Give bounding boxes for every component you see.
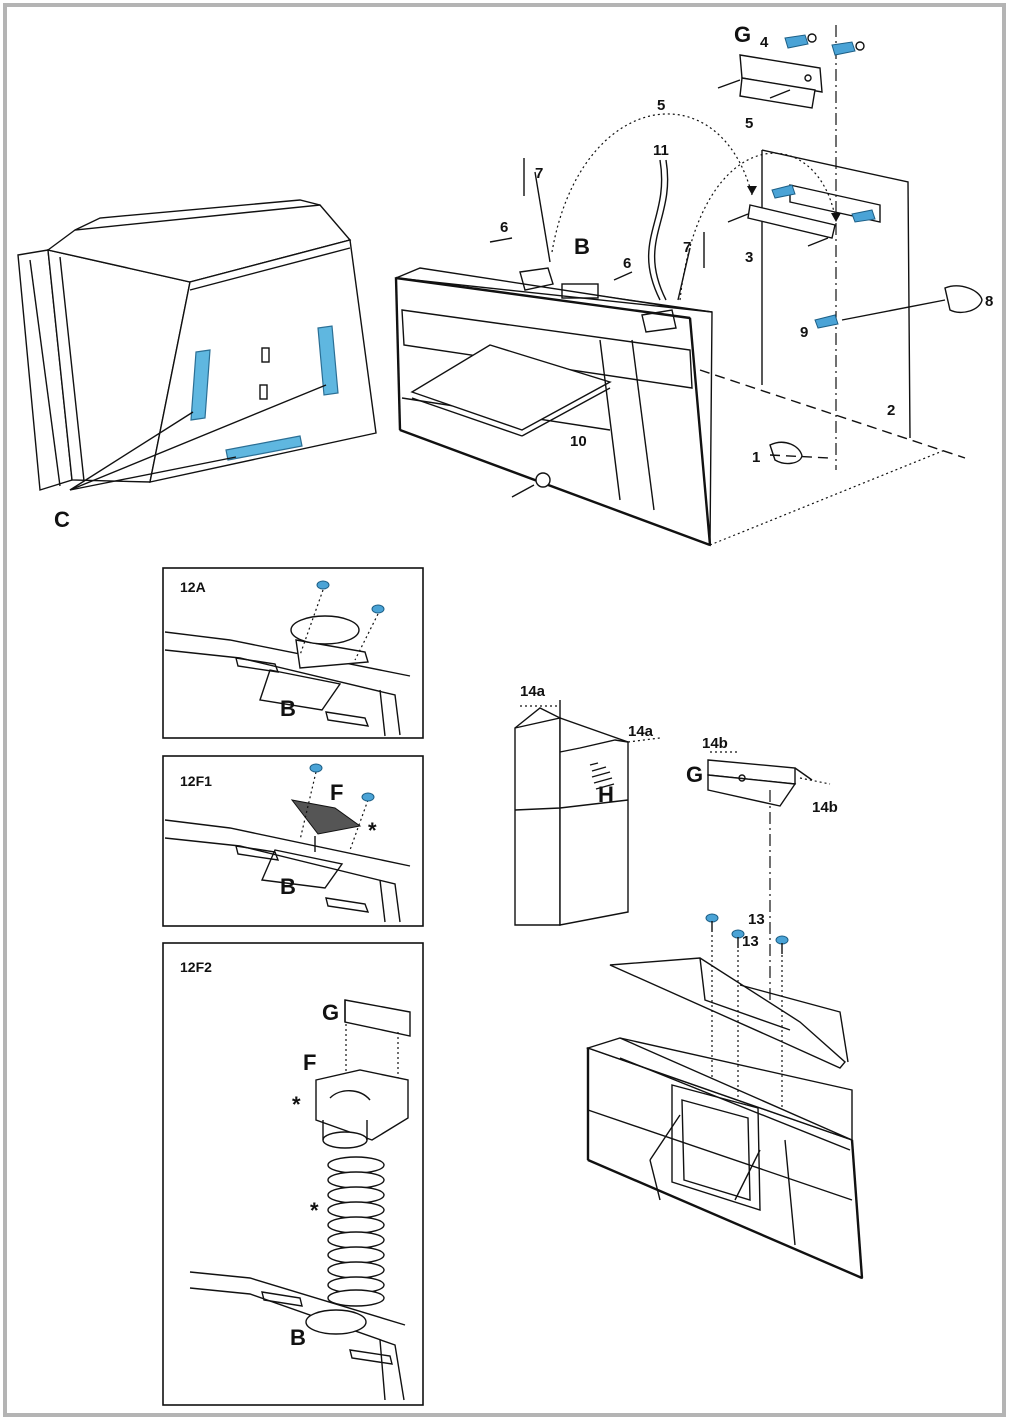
label-14a-left: 14a <box>520 683 546 700</box>
chimney-telescopic <box>514 700 661 926</box>
panel-12f1 <box>162 755 424 927</box>
label-13b: 13 <box>742 933 759 950</box>
hand-icon <box>944 285 983 314</box>
wall-bar-3 <box>727 184 876 247</box>
label-star-12f1: * <box>368 818 377 843</box>
label-b-12a: B <box>280 696 296 721</box>
panel-12a <box>162 567 424 739</box>
hood-front-view <box>394 267 713 547</box>
wall-plane <box>699 25 966 546</box>
label-5a: 5 <box>657 97 665 114</box>
label-2: 2 <box>887 402 895 419</box>
label-h: H <box>598 782 614 807</box>
recirculation-filter-box <box>315 1069 409 1141</box>
label-g-14b: G <box>686 762 703 787</box>
label-b-12f1: B <box>280 874 296 899</box>
label-star-12f2-b: * <box>310 1198 319 1223</box>
panel-12f2-title: 12F2 <box>180 959 212 975</box>
label-7b: 7 <box>683 239 691 256</box>
label-4: 4 <box>760 34 769 51</box>
panel-12a-title: 12A <box>180 579 206 595</box>
grease-filter <box>290 799 362 835</box>
mounting-strip-right <box>317 325 339 396</box>
page-frame <box>3 3 1006 1417</box>
label-g-top: G <box>734 22 751 47</box>
label-1: 1 <box>752 449 760 466</box>
hood-assembled-view <box>585 913 864 1280</box>
bracket-g-14b <box>707 751 831 807</box>
hood-rear-view <box>17 199 377 491</box>
label-3: 3 <box>745 249 753 266</box>
label-g-12f2: G <box>322 1000 339 1025</box>
label-5b: 5 <box>745 115 753 132</box>
mounting-strip-bottom <box>225 435 303 461</box>
label-b-top: B <box>574 234 590 259</box>
panel-12f1-title: 12F1 <box>180 773 212 789</box>
label-star-12f2-a: * <box>292 1092 301 1117</box>
label-14b-bottom: 14b <box>812 799 838 816</box>
label-13a: 13 <box>748 911 765 928</box>
label-9: 9 <box>800 324 808 341</box>
mounting-strip-left <box>190 349 211 421</box>
label-6a: 6 <box>500 219 508 236</box>
label-f-12f2: F <box>303 1050 316 1075</box>
label-b-12f2: B <box>290 1325 306 1350</box>
label-7a: 7 <box>535 165 543 182</box>
panel-12f2 <box>162 942 424 1406</box>
label-10: 10 <box>570 433 587 450</box>
vent-slots <box>589 762 615 790</box>
label-11: 11 <box>653 142 669 159</box>
label-14b-top: 14b <box>702 735 728 752</box>
flexible-hose <box>327 1156 385 1307</box>
label-f-12f1: F <box>330 780 343 805</box>
bracket-g-top <box>717 33 865 109</box>
wall-anchor-9 <box>814 314 839 329</box>
label-c: C <box>54 507 70 532</box>
label-14a-right: 14a <box>628 723 654 740</box>
label-6b: 6 <box>623 255 631 272</box>
label-8: 8 <box>985 293 993 310</box>
duct-collar <box>295 639 369 669</box>
